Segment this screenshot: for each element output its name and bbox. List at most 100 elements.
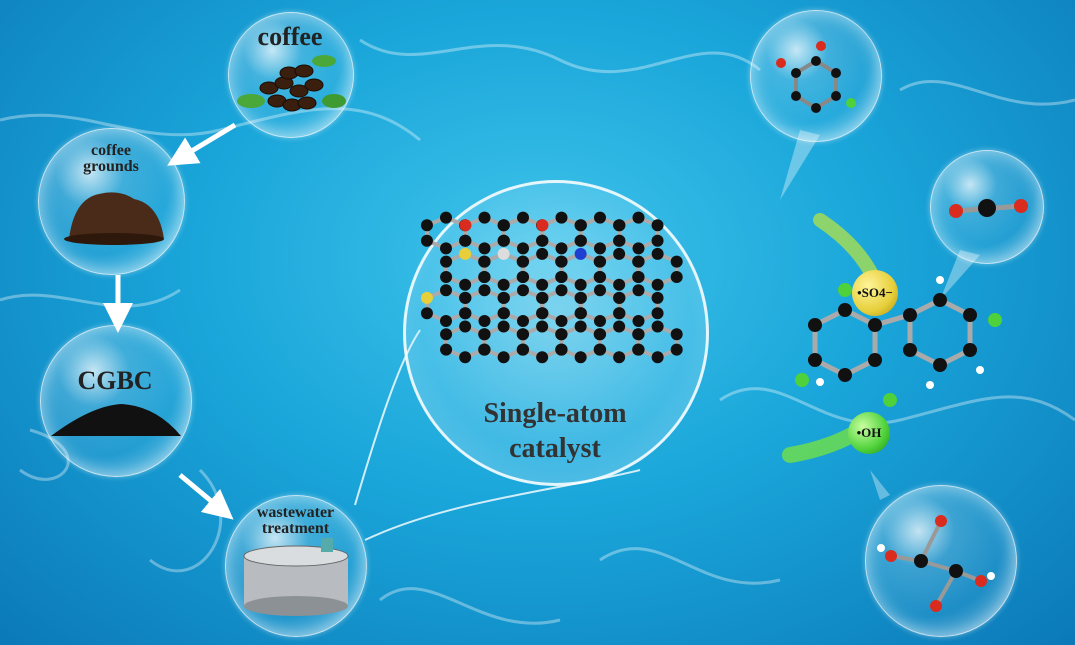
cgbc-label: CGBC — [77, 366, 153, 395]
atom — [459, 351, 472, 364]
coffee-grounds-image — [64, 192, 164, 245]
atom — [497, 219, 510, 232]
atom — [459, 219, 472, 232]
atom — [574, 351, 587, 364]
atom — [440, 343, 453, 356]
atom — [651, 278, 664, 291]
atom — [594, 271, 607, 283]
atom — [459, 278, 472, 291]
catalyst-label-line2: catalyst — [509, 433, 601, 464]
carboxylic-acid-molecule-image — [877, 515, 995, 612]
atom — [517, 284, 529, 297]
aromatic-molecule-image — [776, 41, 856, 113]
atom — [555, 328, 568, 341]
atom — [536, 351, 549, 364]
atom — [594, 284, 606, 297]
atom — [651, 307, 664, 320]
atom — [632, 242, 645, 255]
atom — [536, 320, 549, 333]
atom — [651, 320, 664, 333]
sulfate-radical-label: •SO4− — [852, 270, 898, 316]
atom — [536, 234, 549, 247]
atom — [651, 219, 664, 232]
atom — [478, 284, 491, 297]
cgbc-bubble — [40, 325, 192, 477]
hydroxyl-radical-label: •OH — [848, 412, 890, 454]
atom — [497, 320, 510, 333]
atom — [613, 247, 626, 260]
atom — [613, 219, 626, 232]
treatment-tank-image — [243, 538, 349, 616]
atom — [632, 284, 645, 297]
atom — [613, 291, 626, 304]
wastewater-treatment-label: wastewater treatment — [256, 504, 335, 537]
atom — [497, 307, 510, 320]
light-beam — [780, 130, 820, 200]
atom — [594, 255, 607, 268]
atom — [517, 343, 530, 356]
atom — [670, 328, 683, 341]
atom — [478, 343, 491, 356]
atom — [632, 271, 645, 283]
graphene-lattice-image — [420, 211, 683, 364]
co2-molecule-image — [949, 199, 1028, 218]
atom — [478, 315, 491, 327]
atom — [574, 291, 587, 304]
coffee-grounds-label: coffee grounds — [83, 142, 139, 175]
coffee-grounds-bubble — [38, 128, 185, 275]
atom — [517, 255, 530, 268]
atom — [651, 234, 664, 247]
atom — [459, 247, 472, 260]
atom — [478, 242, 491, 255]
atom — [594, 328, 607, 341]
atom — [555, 242, 568, 255]
atom — [632, 328, 645, 341]
atom — [574, 219, 587, 232]
atom — [459, 307, 472, 320]
atom — [574, 234, 587, 247]
atom — [497, 234, 510, 247]
atom — [613, 320, 626, 333]
atom — [651, 291, 664, 304]
atom — [440, 315, 452, 327]
atom — [670, 255, 683, 268]
atom — [670, 271, 683, 283]
atom — [440, 284, 452, 297]
atom — [574, 307, 587, 320]
atom — [536, 291, 549, 304]
product-bubble-acid — [865, 485, 1017, 637]
atom — [478, 328, 491, 341]
atom — [440, 255, 453, 268]
atom — [651, 351, 664, 364]
atom — [440, 211, 452, 224]
atom — [613, 234, 626, 247]
atom — [459, 320, 472, 333]
atom — [555, 255, 568, 268]
atom — [536, 219, 549, 232]
atom — [594, 242, 606, 255]
atom — [574, 247, 587, 260]
atom — [594, 211, 606, 224]
light-beam — [870, 470, 890, 500]
atom — [632, 315, 645, 327]
coffee-beans-image — [237, 55, 346, 112]
atom — [555, 315, 568, 327]
polychlorinated-biphenyl-molecule — [795, 276, 1002, 407]
atom — [497, 278, 510, 291]
atom — [420, 307, 433, 320]
atom — [632, 343, 645, 356]
atom — [440, 328, 453, 341]
atom — [420, 234, 433, 247]
wastewater-treatment-bubble — [225, 495, 367, 637]
atom — [478, 271, 491, 283]
atom — [478, 255, 491, 268]
atom — [555, 211, 568, 224]
atom — [555, 343, 568, 356]
coffee-label: coffee — [257, 22, 323, 51]
arrow-cgbc-to-wastewater — [178, 473, 234, 520]
atom — [517, 242, 529, 255]
catalyst-label-line1: Single-atom — [483, 398, 627, 429]
atom — [613, 307, 626, 320]
atom — [517, 271, 530, 283]
